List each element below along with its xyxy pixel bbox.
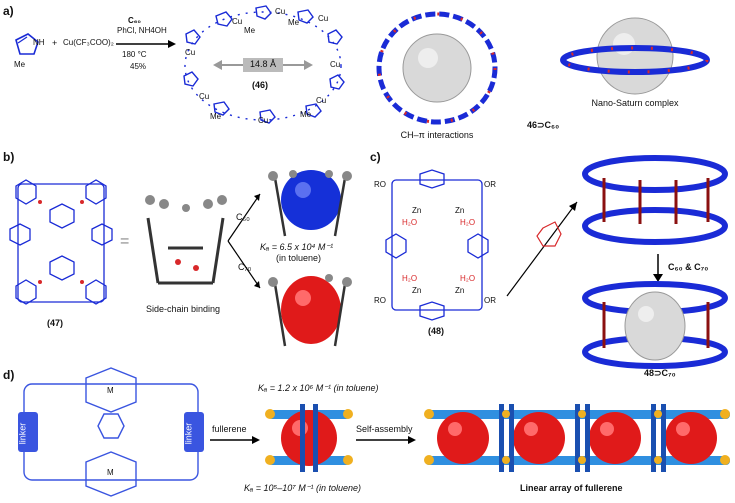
- c70-complex-model: [268, 274, 352, 347]
- equals-sign: =: [120, 233, 130, 250]
- water-label-2: H₂O: [460, 218, 476, 227]
- ring-me-label-4: Me: [300, 110, 312, 119]
- macrocycle-46-structure: [183, 5, 345, 124]
- ring-me-label-3: Me: [210, 112, 222, 121]
- self-assembly-label: Self-assembly: [356, 424, 413, 434]
- panel-d-label: d): [3, 368, 15, 382]
- fullerene-arrow: [210, 436, 260, 444]
- dabco-arrow: [506, 201, 578, 297]
- side-chain-caption: Side-chain binding: [146, 304, 221, 314]
- side-chain-model: [145, 195, 227, 285]
- condition-solvent: PhCl, NH4OH: [117, 26, 167, 35]
- binding-solvent: (in toluene): [276, 253, 322, 263]
- metal-label-bottom: M: [107, 468, 114, 477]
- ring-cu-label-4: Cu: [185, 48, 196, 57]
- panel-a-label: a): [3, 4, 14, 18]
- ro-label-2: RO: [374, 296, 386, 305]
- binding-constant-bottom: Kₐ = 10⁵–10⁷ M⁻¹ (in toluene): [244, 483, 361, 493]
- reactant-me: Me: [14, 60, 26, 69]
- water-label-3: H₂O: [402, 274, 418, 283]
- water-label-1: H₂O: [402, 218, 418, 227]
- imidazole-reactant: [15, 33, 39, 55]
- macrocycle-48-structure: [385, 169, 489, 321]
- ring-cu-label-1: Cu: [232, 17, 243, 26]
- cage-48-c70-model: [582, 281, 728, 369]
- reactant-nh: NH: [33, 38, 45, 47]
- ch-pi-model: [376, 11, 498, 125]
- linear-fullerene-array: [424, 404, 730, 472]
- porphyrin-dimer-structure: [18, 367, 204, 497]
- c60-c70-label: C₆₀ & C₇₀: [668, 262, 709, 272]
- condition-yield: 45%: [130, 62, 147, 71]
- or-label-2: OR: [484, 296, 496, 305]
- ro-label-1: RO: [374, 180, 386, 189]
- macrocycle-47-structure: [9, 179, 113, 305]
- branch-arrows: [227, 193, 261, 289]
- binding-constant: Kₐ = 6.5 x 10⁴ M⁻¹: [260, 242, 334, 252]
- ch-pi-caption: CH–π interactions: [400, 130, 474, 140]
- cage-48-model: [582, 155, 728, 245]
- ring-cu-label-5: Cu: [330, 60, 341, 69]
- compound-48-label: (48): [428, 326, 445, 336]
- distance-label: 14.8 Å: [249, 59, 277, 69]
- ring-cu-label-3: Cu: [318, 14, 329, 23]
- down-arrow: [653, 254, 663, 282]
- zn-label-2: Zn: [455, 206, 465, 215]
- zn-label-1: Zn: [412, 206, 422, 215]
- zn-label-3: Zn: [412, 286, 422, 295]
- ring-cu-label-8: Cu: [258, 116, 269, 125]
- single-fullerene-complex: [265, 404, 353, 472]
- condition-c60: C₆₀: [128, 16, 142, 25]
- self-assembly-arrow: [356, 436, 416, 444]
- plus-sign: +: [52, 38, 58, 48]
- ring-cu-label-2: Cu: [275, 7, 286, 16]
- nano-saturn-model: [560, 17, 710, 95]
- linear-array-caption: Linear array of fullerene: [520, 483, 623, 493]
- linker-label-left: linker: [17, 422, 28, 445]
- distance-arrow: [213, 58, 313, 72]
- complex-46-c60-label: 46⊃C₆₀: [527, 120, 560, 130]
- water-label-4: H₂O: [460, 274, 476, 283]
- metal-label-top: M: [107, 386, 114, 395]
- c60-complex-model: [268, 170, 352, 237]
- binding-constant-top: Kₐ = 1.2 x 10⁶ M⁻¹ (in toluene): [258, 383, 379, 393]
- c60-branch-label: C₆₀: [236, 212, 250, 222]
- compound-47-label: (47): [47, 318, 64, 328]
- ring-me-label-1: Me: [244, 26, 256, 35]
- reaction-arrow: [116, 40, 176, 48]
- complex-48-c70-label: 48⊃C₇₀: [644, 368, 676, 378]
- or-label-1: OR: [484, 180, 496, 189]
- ring-cu-label-6: Cu: [199, 92, 210, 101]
- panel-b-label: b): [3, 150, 15, 164]
- linker-label-right: linker: [183, 422, 194, 445]
- zn-label-4: Zn: [455, 286, 465, 295]
- copper-reagent: Cu(CF₃COO)₂: [63, 38, 114, 47]
- panel-c-label: c): [370, 150, 381, 164]
- fullerene-arrow-label: fullerene: [212, 424, 247, 434]
- compound-46-label: (46): [252, 80, 269, 90]
- ring-cu-label-7: Cu: [316, 96, 327, 105]
- c70-branch-label: C₇₀: [238, 262, 252, 272]
- ring-me-label-2: Me: [288, 18, 300, 27]
- nano-saturn-caption: Nano-Saturn complex: [591, 98, 679, 108]
- condition-temp: 180 °C: [122, 50, 147, 59]
